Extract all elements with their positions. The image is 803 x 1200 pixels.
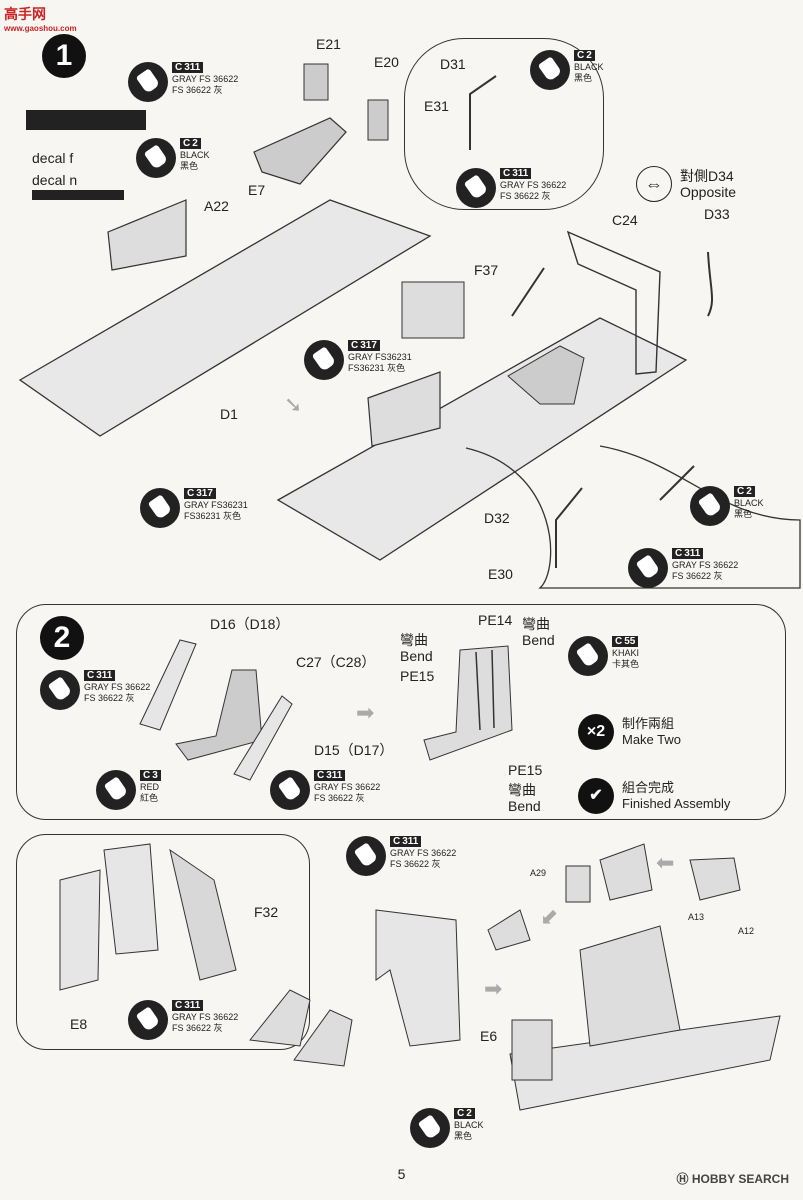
part-label-a29: A29 [530, 868, 547, 878]
part-label-d31: D31 [440, 56, 466, 72]
paint-brush-icon [410, 1108, 450, 1148]
inset-detail-f32 [16, 834, 310, 1050]
watermark-url: www.gaoshou.com [4, 24, 77, 33]
part-label-f32: F32 [254, 904, 279, 920]
part-label-e31: E31 [424, 98, 449, 114]
checkmark-icon: ✔ [578, 778, 614, 814]
cockpit-assembly-drawing [59, 843, 781, 1111]
paint-brush-icon [128, 1000, 168, 1040]
seat-assembly-drawing [139, 639, 513, 781]
paint-brush-icon [304, 340, 344, 380]
part-label-e7: E7 [248, 182, 266, 198]
bend-label-cn: 彎曲 [508, 782, 536, 798]
direction-arrow-icon: ⬋ [540, 904, 559, 929]
floor-d1-drawing [18, 63, 801, 589]
part-label-d1: D1 [220, 406, 238, 422]
part-label-a13: A13 [688, 912, 705, 922]
bend-label-cn: 彎曲 [400, 632, 428, 648]
step-2-number: 2 [40, 616, 84, 660]
paint-brush-icon [128, 62, 168, 102]
bend-label: Bend [522, 632, 555, 648]
paint-brush-icon [530, 50, 570, 90]
watermark-title: 高手网 [4, 6, 46, 22]
part-label-d32: D32 [484, 510, 510, 526]
opposite-label: Opposite [680, 184, 737, 200]
part-label-a22: A22 [204, 198, 229, 214]
part-label-d16: D16（D18） [210, 616, 290, 632]
times-two-icon: ×2 [578, 714, 614, 750]
part-label-c24: C24 [612, 212, 638, 228]
decal-f-strip [26, 110, 146, 130]
page-number: 5 [397, 1166, 406, 1182]
bend-label: Bend [400, 648, 433, 664]
paint-brush-icon [96, 770, 136, 810]
swap-arrow-icon: ⇔ [636, 166, 672, 202]
part-label-d34: 對側D34 [680, 168, 734, 184]
watermark-logo: 高手网 www.gaoshou.com [4, 4, 77, 33]
direction-arrow-icon: ➘ [284, 392, 303, 417]
part-label-pe15: PE15 [400, 668, 435, 684]
direction-arrow-icon: ⬅ [656, 850, 675, 875]
part-label-d15: D15（D17） [314, 742, 394, 758]
step-1-number: 1 [42, 34, 86, 78]
part-label-pe14: PE14 [478, 612, 513, 628]
part-label-c27: C27（C28） [296, 654, 376, 670]
part-label-e21: E21 [316, 36, 341, 52]
paint-brush-icon [456, 168, 496, 208]
paint-brush-icon [346, 836, 386, 876]
paint-brush-icon [628, 548, 668, 588]
paint-brush-icon [140, 488, 180, 528]
part-label-a12: A12 [738, 926, 755, 936]
brand-watermark: Ⓗ HOBBY SEARCH [676, 1172, 789, 1186]
bend-label: Bend [508, 798, 541, 814]
direction-arrow-icon: ➡ [484, 976, 503, 1001]
paint-brush-icon [136, 138, 176, 178]
paint-brush-icon [568, 636, 608, 676]
decal-label-n: decal n [32, 172, 78, 188]
paint-brush-icon [270, 770, 310, 810]
part-label-f37: F37 [474, 262, 499, 278]
part-label-e6: E6 [480, 1028, 498, 1044]
paint-brush-icon [690, 486, 730, 526]
step-2-panel [16, 604, 786, 820]
paint-brush-icon [40, 670, 80, 710]
decal-label-f: decal f [32, 150, 74, 166]
part-label-e30: E30 [488, 566, 513, 582]
part-label-e20: E20 [374, 54, 399, 70]
part-label-pe15: PE15 [508, 762, 543, 778]
direction-arrow-icon: ➡ [356, 700, 375, 725]
bend-label-cn: 彎曲 [522, 616, 550, 632]
inset-detail-d31 [404, 38, 604, 210]
part-label-d33: D33 [704, 206, 730, 222]
part-label-e8: E8 [70, 1016, 88, 1032]
decal-n-strip [32, 190, 124, 200]
